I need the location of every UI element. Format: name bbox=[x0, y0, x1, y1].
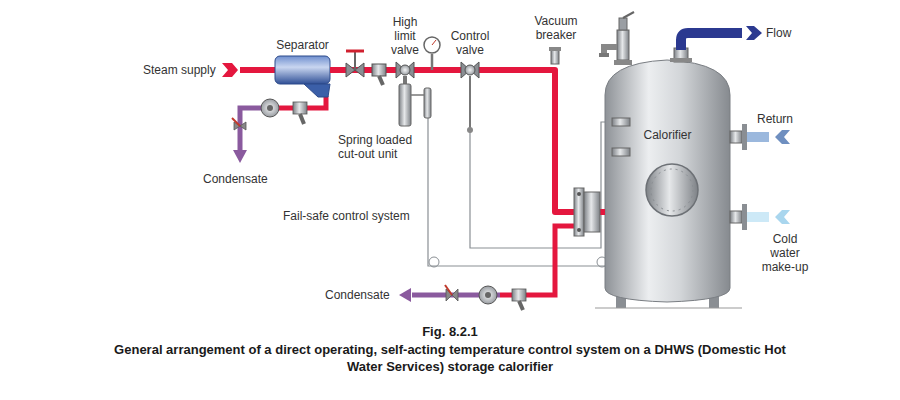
high-limit-valve: High limit valve bbox=[396, 61, 414, 79]
gauge-needle bbox=[432, 40, 436, 45]
steam-pipe bbox=[414, 67, 461, 73]
flow-label: Flow bbox=[766, 26, 806, 40]
cold-pipe bbox=[747, 212, 769, 222]
return-arrow bbox=[775, 130, 790, 144]
ground-line bbox=[595, 308, 742, 309]
return-nozzle bbox=[730, 131, 742, 143]
capillary-coil bbox=[429, 257, 439, 267]
manhole-cover bbox=[646, 164, 698, 216]
vacuum-breaker-cap bbox=[549, 47, 561, 51]
figure-caption: General arrangement of a direct operatin… bbox=[110, 341, 790, 375]
return-pipe bbox=[747, 132, 769, 142]
steam-pipe bbox=[240, 67, 276, 73]
figure-number: Fig. 8.2.1 bbox=[300, 323, 600, 340]
steam-pipe bbox=[479, 70, 605, 212]
flange-bolt bbox=[577, 192, 581, 196]
stop-valve-handle bbox=[346, 50, 364, 53]
control-system-label: Fail-safe control system bbox=[283, 209, 423, 223]
high-limit-valve-bonnet bbox=[400, 65, 410, 75]
control-valve-bulb bbox=[467, 127, 473, 133]
coil-trap bbox=[479, 286, 497, 304]
drain-trap bbox=[261, 99, 279, 117]
high-limit-valve-body bbox=[396, 62, 414, 78]
cold-flange bbox=[742, 204, 747, 230]
condensate-arrow bbox=[233, 150, 247, 163]
safety-valve-lever bbox=[623, 12, 634, 18]
coil-flange bbox=[574, 188, 584, 236]
steam-supply-label: Steam supply bbox=[143, 63, 221, 77]
control-valve: Control valve bbox=[461, 61, 479, 79]
separator-funnel bbox=[304, 84, 330, 97]
sensor-pocket bbox=[612, 118, 630, 126]
vacuum-breaker-label: Vacuum breaker bbox=[528, 14, 584, 42]
coil-flange bbox=[584, 192, 600, 232]
control-valve-bonnet bbox=[465, 65, 475, 75]
cut-out-link bbox=[411, 94, 424, 96]
coil-strainer bbox=[512, 289, 526, 301]
pressure-gauge bbox=[424, 37, 440, 53]
manhole-bolt-ring bbox=[651, 169, 693, 211]
cold-arrow bbox=[775, 210, 790, 224]
strainer-leg bbox=[379, 76, 383, 85]
capillary-line bbox=[428, 118, 620, 266]
cut-out-neck bbox=[403, 76, 407, 84]
condensate-arrow bbox=[399, 288, 411, 302]
condensate-label: Condensate bbox=[325, 288, 397, 302]
strainer bbox=[372, 64, 386, 76]
cut-out-sensor bbox=[424, 88, 431, 118]
node-label: High limit valve bbox=[385, 15, 425, 57]
separator-body bbox=[275, 56, 330, 84]
drain-strainer-leg bbox=[300, 114, 304, 124]
return-label: Return bbox=[757, 112, 807, 126]
separator: Separator bbox=[275, 56, 330, 84]
cut-out-unit bbox=[399, 84, 411, 126]
node-label: Control valve bbox=[445, 29, 495, 57]
safety-valve-body bbox=[617, 30, 629, 60]
drain-valve-handle bbox=[232, 118, 240, 126]
control-valve-stem bbox=[469, 76, 471, 128]
coil-valve-handle bbox=[445, 285, 452, 295]
safety-valve-flange bbox=[599, 53, 609, 57]
calorifier-vessel bbox=[605, 60, 730, 302]
cold-nozzle bbox=[730, 211, 742, 223]
cut-out-label: Spring loaded cut-out unit bbox=[338, 133, 423, 161]
node-label: Separator bbox=[263, 38, 343, 52]
flow-pipe bbox=[681, 33, 742, 50]
condensate-label: Condensate bbox=[203, 172, 278, 186]
stop-valve-stem bbox=[354, 52, 356, 70]
cold-water-label: Cold water make-up bbox=[758, 232, 812, 274]
node-label: Calorifier bbox=[623, 128, 713, 142]
capillary-line bbox=[470, 122, 620, 248]
coil-trap-hub bbox=[485, 292, 491, 298]
steam-arrow bbox=[222, 63, 238, 77]
gauge-stem bbox=[431, 54, 434, 70]
vacuum-breaker bbox=[551, 50, 559, 64]
sensor-pocket bbox=[612, 148, 630, 156]
calorifier: Calorifier bbox=[605, 62, 730, 300]
control-valve-body bbox=[461, 62, 479, 78]
drain-trap-hub bbox=[267, 105, 273, 111]
flow-arrow bbox=[746, 26, 762, 40]
coil-strainer-leg bbox=[519, 301, 523, 310]
safety-valve-mount bbox=[614, 60, 632, 65]
safety-valve-outlet bbox=[604, 47, 617, 54]
safety-valve-cap bbox=[619, 18, 627, 30]
flange-bolt bbox=[577, 228, 581, 232]
flow-flange bbox=[670, 58, 692, 62]
return-flange bbox=[742, 124, 747, 150]
drain-strainer bbox=[293, 102, 307, 114]
coil-drain-pipe bbox=[500, 226, 574, 295]
